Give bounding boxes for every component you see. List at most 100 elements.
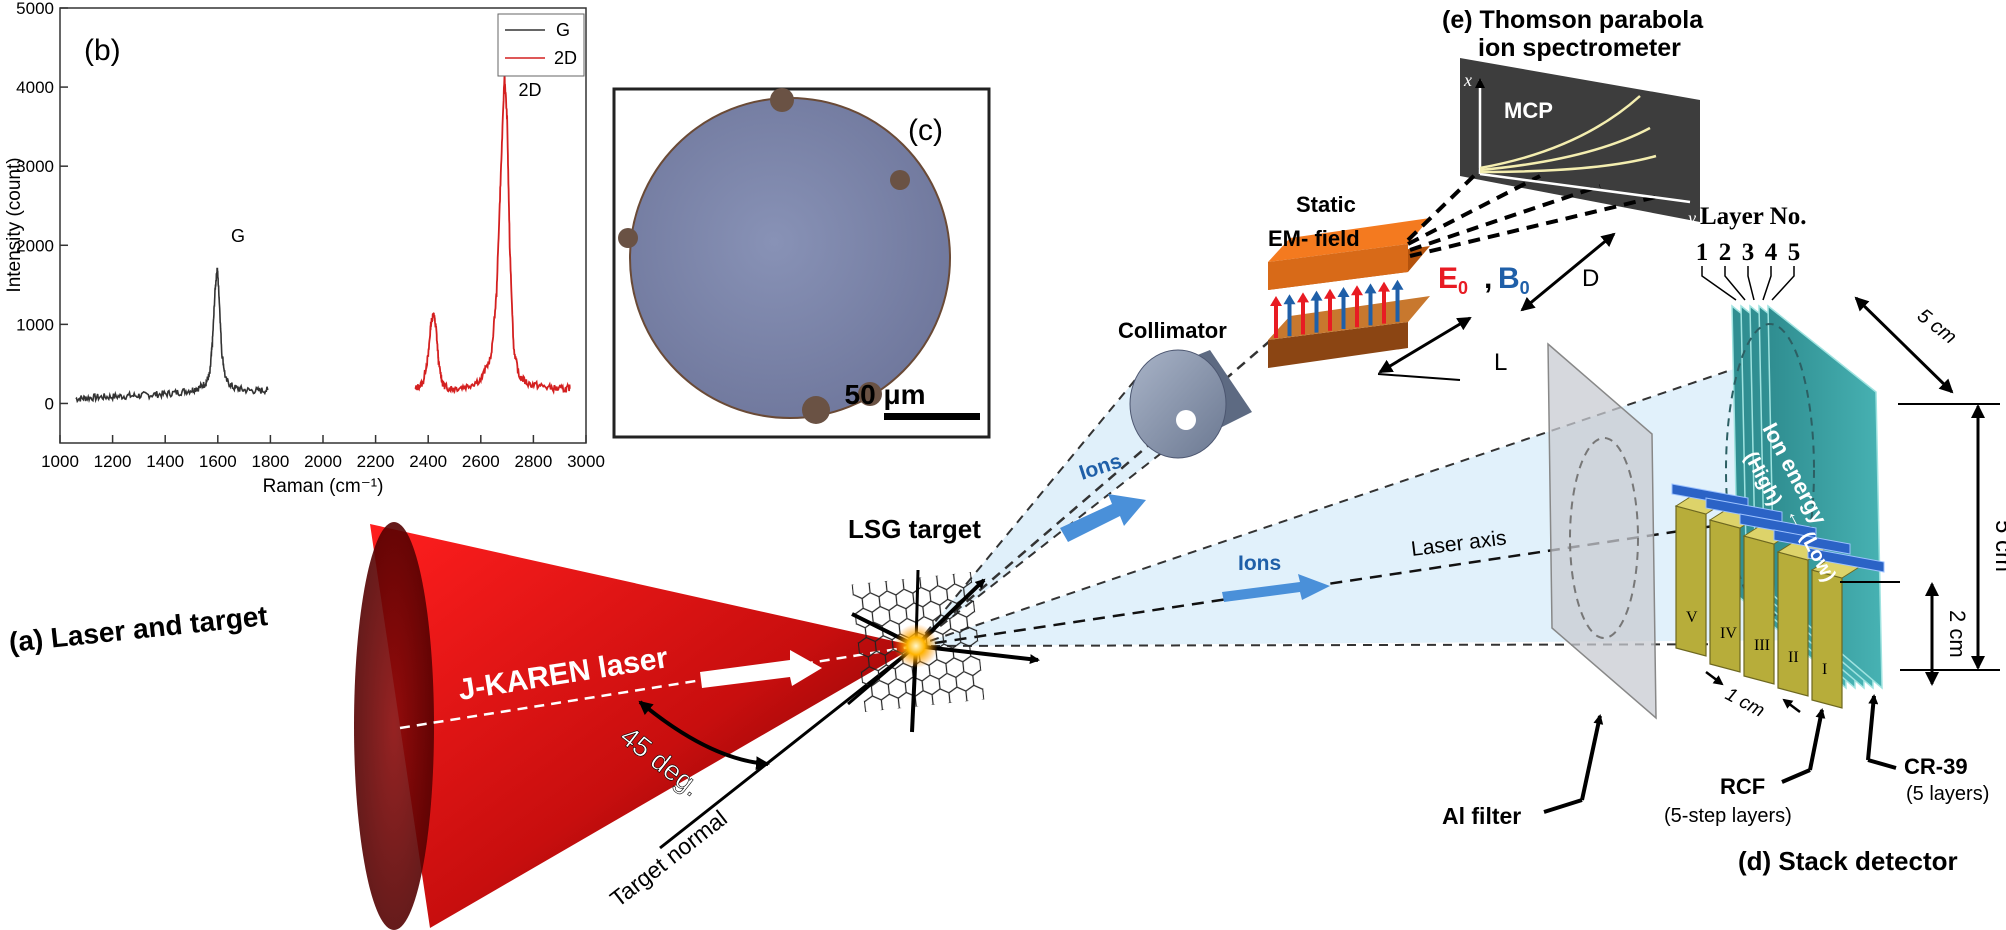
e0-label: E0	[1438, 262, 1468, 298]
mcp-screen: MCP x y (e) Thomson parabola ion spectro…	[1406, 6, 1704, 312]
cr39-pointer	[1866, 694, 1879, 761]
y-tick-label: 0	[45, 394, 54, 413]
collimator-face	[1129, 349, 1227, 459]
rcf-step-label: II	[1788, 649, 1799, 666]
dim-line-width	[1854, 296, 1954, 394]
x-tick-label: 2400	[409, 452, 447, 471]
wafer-bump	[802, 396, 830, 424]
rcf-step-label: I	[1822, 661, 1827, 678]
b0-label: B0	[1498, 262, 1530, 298]
angle-arc	[638, 700, 770, 771]
mcp-beam-line	[1406, 166, 1484, 242]
legend-entry-g: G	[556, 20, 570, 40]
micrograph-panel-label: (c)	[908, 114, 943, 147]
spectrometer-title-2: ion spectrometer	[1478, 34, 1681, 62]
layer-leader	[1724, 266, 1746, 301]
raman-panel-label: (b)	[84, 34, 121, 67]
field-arrow-head	[1364, 283, 1377, 294]
dim-label-depth: 1 cm	[1722, 684, 1768, 722]
wafer-bump	[890, 170, 910, 190]
x-tick-label: 1400	[146, 452, 184, 471]
field-label-line2: EM- field	[1268, 226, 1360, 251]
spectrometer-title-1: (e) Thomson parabola	[1442, 6, 1704, 34]
field-arrow-head	[1324, 288, 1336, 299]
field-separator: ,	[1484, 262, 1492, 295]
plate-top	[1268, 218, 1430, 262]
y-tick-label: 5000	[16, 0, 54, 18]
cr39-pointer	[1867, 758, 1897, 770]
laser-centerline	[399, 644, 917, 730]
cone-edge	[914, 349, 1791, 647]
dim-label-d: D	[1582, 265, 1599, 292]
peak-label-g: G	[231, 226, 245, 246]
cone-edge	[914, 643, 1831, 647]
y-tick-label: 2000	[16, 236, 54, 255]
layer-number: 5	[1788, 239, 1801, 266]
y-tick-label: 3000	[16, 157, 54, 176]
collimator-hole	[1176, 410, 1196, 430]
plate-top-front	[1268, 244, 1408, 290]
rcf-step-label: IV	[1720, 625, 1737, 642]
cone-edge	[914, 367, 1146, 647]
mcp-label: MCP	[1504, 98, 1553, 123]
layer-leader	[1762, 266, 1772, 301]
x-tick-label: 1200	[94, 452, 132, 471]
plate-bottom-top	[1268, 296, 1430, 340]
ion-arrow-upper	[1060, 494, 1146, 542]
mcp-panel	[1460, 58, 1700, 222]
rcf-pointer	[1808, 708, 1826, 771]
laser-focus-glow	[894, 624, 938, 668]
al-filter-plate	[1547, 342, 1657, 720]
mcp-beam-line	[1407, 174, 1541, 246]
ions-label-lower: Ions	[1238, 552, 1281, 575]
rcf-pointer	[1781, 768, 1811, 784]
rcf-step	[1709, 519, 1741, 673]
x-tick-label: 2800	[514, 452, 552, 471]
b0-subscript: 0	[1520, 278, 1530, 298]
chart-legend: G 2D	[497, 13, 585, 77]
laser-panel-label: (a) Laser and target	[7, 600, 269, 658]
scale-bar	[884, 413, 980, 420]
x-tick-label: 2000	[304, 452, 342, 471]
plate-bottom	[1268, 322, 1408, 368]
al-filter-beam-outline	[1569, 437, 1639, 639]
field-arrow-head	[1310, 290, 1323, 301]
layer-number: 3	[1742, 239, 1755, 266]
layer-number: 2	[1719, 239, 1732, 266]
layer-leader	[1701, 266, 1737, 301]
ion-energy-arrow-bar	[1807, 547, 1885, 573]
field-arrows	[1270, 279, 1404, 338]
series-line-2d	[414, 74, 571, 395]
al-filter-pointer	[1580, 714, 1604, 801]
field-arrow-head	[1391, 279, 1404, 290]
field-arrow-head	[1297, 292, 1309, 303]
dim-label-height: 5 cm	[1990, 520, 2006, 572]
cr39-label: CR-39	[1904, 754, 1968, 779]
parabola-trace	[1479, 95, 1641, 170]
layer-leader	[1747, 266, 1755, 301]
mcp-axis-y	[1479, 172, 1691, 204]
mcp-axis-x-label: x	[1463, 70, 1472, 90]
field-arrow-head	[1351, 285, 1363, 296]
parabola-trace	[1479, 154, 1657, 174]
layer-no-label: Layer No.	[1700, 203, 1806, 230]
dim-line-depth	[1782, 698, 1801, 713]
rcf-step	[1777, 551, 1809, 697]
wafer-bump	[858, 382, 882, 406]
laser-panel: (a) Laser and target J-KAREN laser 45 de…	[7, 514, 1040, 930]
dim-label-rcf-height: 2 cm	[1945, 610, 1970, 658]
al-filter-label: Al filter	[1442, 803, 1521, 829]
ion-energy-arrow-bar	[1773, 529, 1851, 555]
micrograph-panel: (c) 50 μm	[612, 87, 991, 439]
b0-symbol: B	[1498, 262, 1520, 295]
mcp-beam-line	[1409, 184, 1601, 252]
legend-box	[497, 13, 585, 77]
legend-entry-2d: 2D	[554, 48, 577, 68]
x-tick-label: 1800	[251, 452, 289, 471]
cr39-sub-label: (5 layers)	[1906, 783, 1989, 805]
stack-panel-label: (d) Stack detector	[1738, 846, 1958, 876]
